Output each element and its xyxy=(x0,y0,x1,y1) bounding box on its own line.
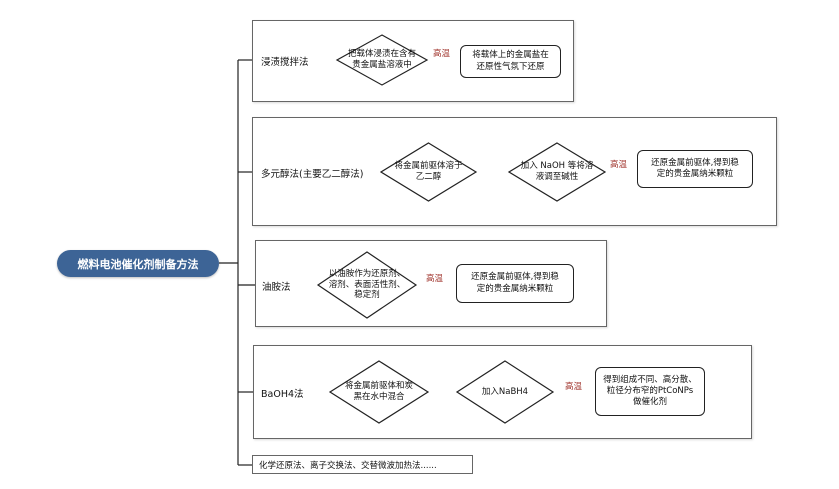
process-step-text: 加入NaBH4 xyxy=(481,386,529,397)
process-step-diamond: 以油胺作为还原剂、 溶剂、表面活性剂、 稳定剂 xyxy=(316,251,418,319)
result-box: 还原金属前驱体,得到稳 定的贵金属纳米颗粒 xyxy=(637,150,753,188)
high-temp-label: 高温 xyxy=(565,382,583,392)
result-box: 还原金属前驱体,得到稳 定的贵金属纳米颗粒 xyxy=(456,264,574,303)
process-step-text: 加入 NaOH 等将溶 液调至碱性 xyxy=(520,161,594,182)
process-step-diamond: 将金属前驱体溶于 乙二醇 xyxy=(379,142,478,202)
result-box: 将载体上的金属盐在 还原性气氛下还原 xyxy=(460,45,561,78)
method-label: 浸渍搅拌法 xyxy=(261,57,309,68)
process-step-text: 把载体浸渍在含有 贵金属盐溶液中 xyxy=(347,49,416,70)
method-label: 多元醇法(主要乙二醇法) xyxy=(261,169,364,180)
process-step-diamond: 加入 NaOH 等将溶 液调至碱性 xyxy=(507,142,607,202)
other-methods-box: 化学还原法、离子交换法、交替微波加热法...... xyxy=(252,455,473,474)
process-step-diamond: 将金属前驱体和炭 黑在水中混合 xyxy=(328,360,430,424)
result-box: 得到组成不同、高分散、 粒径分布窄的PtCoNPs 做催化剂 xyxy=(595,367,705,416)
process-step-diamond: 把载体浸渍在含有 贵金属盐溶液中 xyxy=(335,34,429,86)
method-label: 油胺法 xyxy=(262,282,291,293)
process-step-text: 以油胺作为还原剂、 溶剂、表面活性剂、 稳定剂 xyxy=(328,269,406,301)
process-step-diamond: 加入NaBH4 xyxy=(455,360,555,424)
high-temp-label: 高温 xyxy=(433,49,451,59)
root-node: 燃料电池催化剂制备方法 xyxy=(57,250,219,277)
process-step-text: 将金属前驱体和炭 黑在水中混合 xyxy=(344,381,413,402)
process-step-text: 将金属前驱体溶于 乙二醇 xyxy=(394,161,463,182)
method-label: BaOH4法 xyxy=(261,389,304,400)
high-temp-label: 高温 xyxy=(610,160,628,170)
high-temp-label: 高温 xyxy=(426,274,444,284)
